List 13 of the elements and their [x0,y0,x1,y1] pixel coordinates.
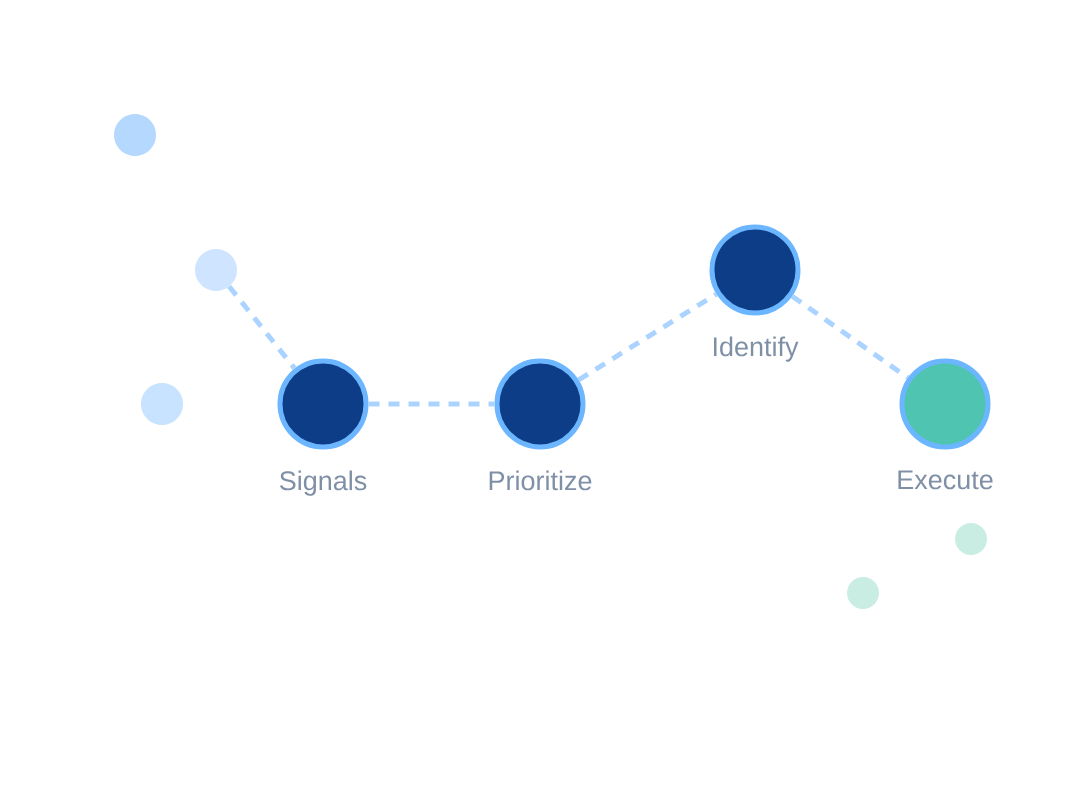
connector-line [790,294,910,380]
step-label: Prioritize [489,470,592,491]
dot [847,577,879,609]
step-label: Signals [279,470,367,496]
connector-line [368,401,495,407]
connector-line [227,285,297,370]
step-label: Execute [898,470,993,490]
dot [114,114,156,156]
step-label: Identify [713,336,799,362]
dot [955,523,987,555]
dot [195,249,237,291]
connector-line [577,291,718,383]
dot [141,383,183,425]
